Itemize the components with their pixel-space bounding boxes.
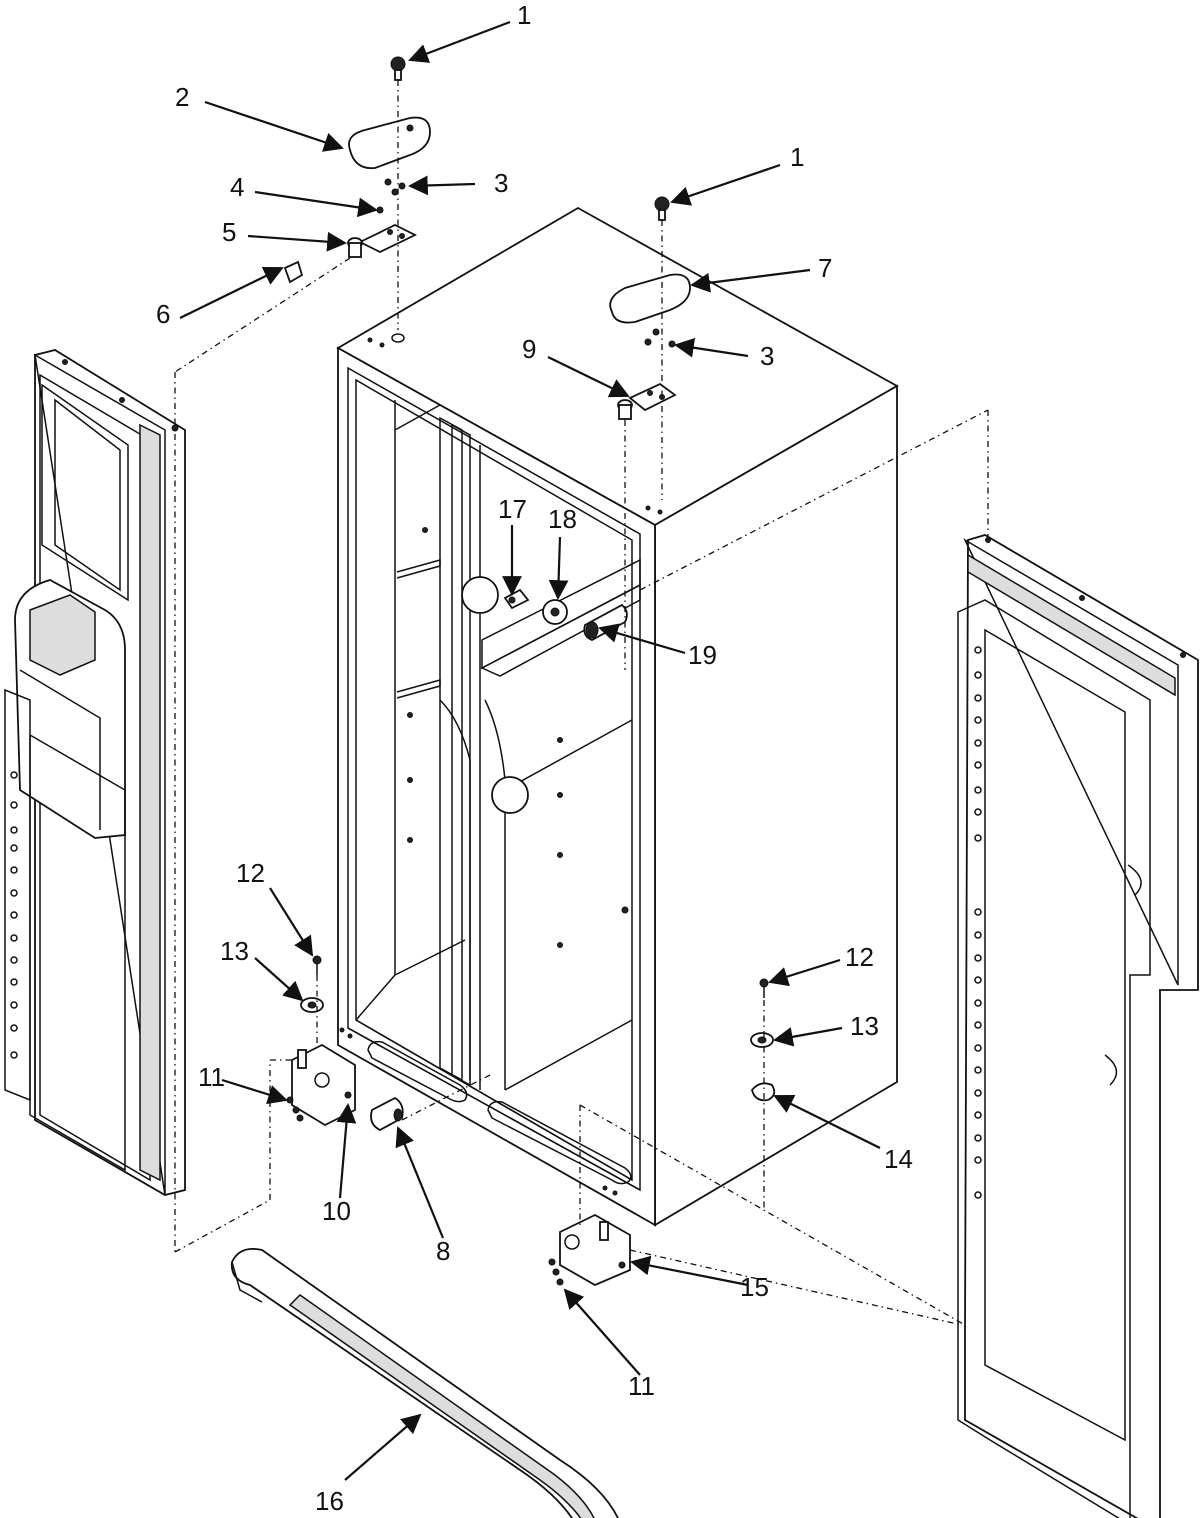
callout-4: 4 [230, 172, 244, 202]
callout-6: 6 [156, 299, 170, 329]
callout-13-left: 13 [220, 936, 249, 966]
hinge-cover-left [348, 116, 431, 170]
leader-arrows [179, 20, 881, 1481]
callout-3-upper: 3 [494, 168, 508, 198]
callout-19: 19 [688, 640, 717, 670]
right-fresh-food-door [957, 534, 1199, 1518]
washer-13-left [300, 997, 324, 1013]
callout-2: 2 [175, 82, 189, 112]
upper-hinge-left [347, 223, 418, 258]
callout-5: 5 [222, 217, 236, 247]
callout-16: 16 [315, 1486, 344, 1516]
door-stop-clip [283, 260, 304, 284]
washer-13-right [750, 1032, 774, 1048]
screw-12-right [759, 978, 769, 998]
pin-8 [370, 1096, 404, 1132]
callout-18: 18 [548, 504, 577, 534]
callout-13-right: 13 [850, 1011, 879, 1041]
callout-12-left: 12 [236, 858, 265, 888]
callout-14: 14 [884, 1144, 913, 1174]
callout-1-top: 1 [517, 0, 531, 30]
callout-8: 8 [436, 1236, 450, 1266]
callout-7: 7 [818, 253, 832, 283]
hinge-cover-right [609, 273, 691, 324]
callout-1-right: 1 [790, 142, 804, 172]
vent-18 [542, 599, 568, 625]
door-bin-pegs [974, 646, 982, 1199]
callout-9: 9 [522, 334, 536, 364]
callout-3-lower: 3 [760, 341, 774, 371]
door-bin-pegs [10, 771, 18, 1059]
upper-hinge-right [617, 382, 677, 420]
screw-12-left [312, 955, 322, 975]
callout-12-right: 12 [845, 942, 874, 972]
grille-16 [230, 1247, 619, 1518]
callout-15: 15 [740, 1272, 769, 1302]
callout-10: 10 [322, 1196, 351, 1226]
alignment-lines [174, 80, 989, 1328]
screw-top-left [390, 56, 406, 81]
callout-11-right: 11 [628, 1371, 655, 1401]
callout-labels: 1 2 3 4 5 1 7 6 9 3 17 18 19 12 13 11 10… [156, 0, 913, 1516]
shim-14 [751, 1082, 776, 1102]
screw-top-right [654, 196, 670, 221]
left-freezer-door [4, 349, 186, 1196]
refrigerator-cabinet [336, 206, 899, 1227]
lower-hinge-left [286, 1043, 356, 1127]
lower-hinge-right [548, 1213, 631, 1287]
callout-17: 17 [498, 494, 527, 524]
callout-11-left: 11 [198, 1062, 225, 1092]
